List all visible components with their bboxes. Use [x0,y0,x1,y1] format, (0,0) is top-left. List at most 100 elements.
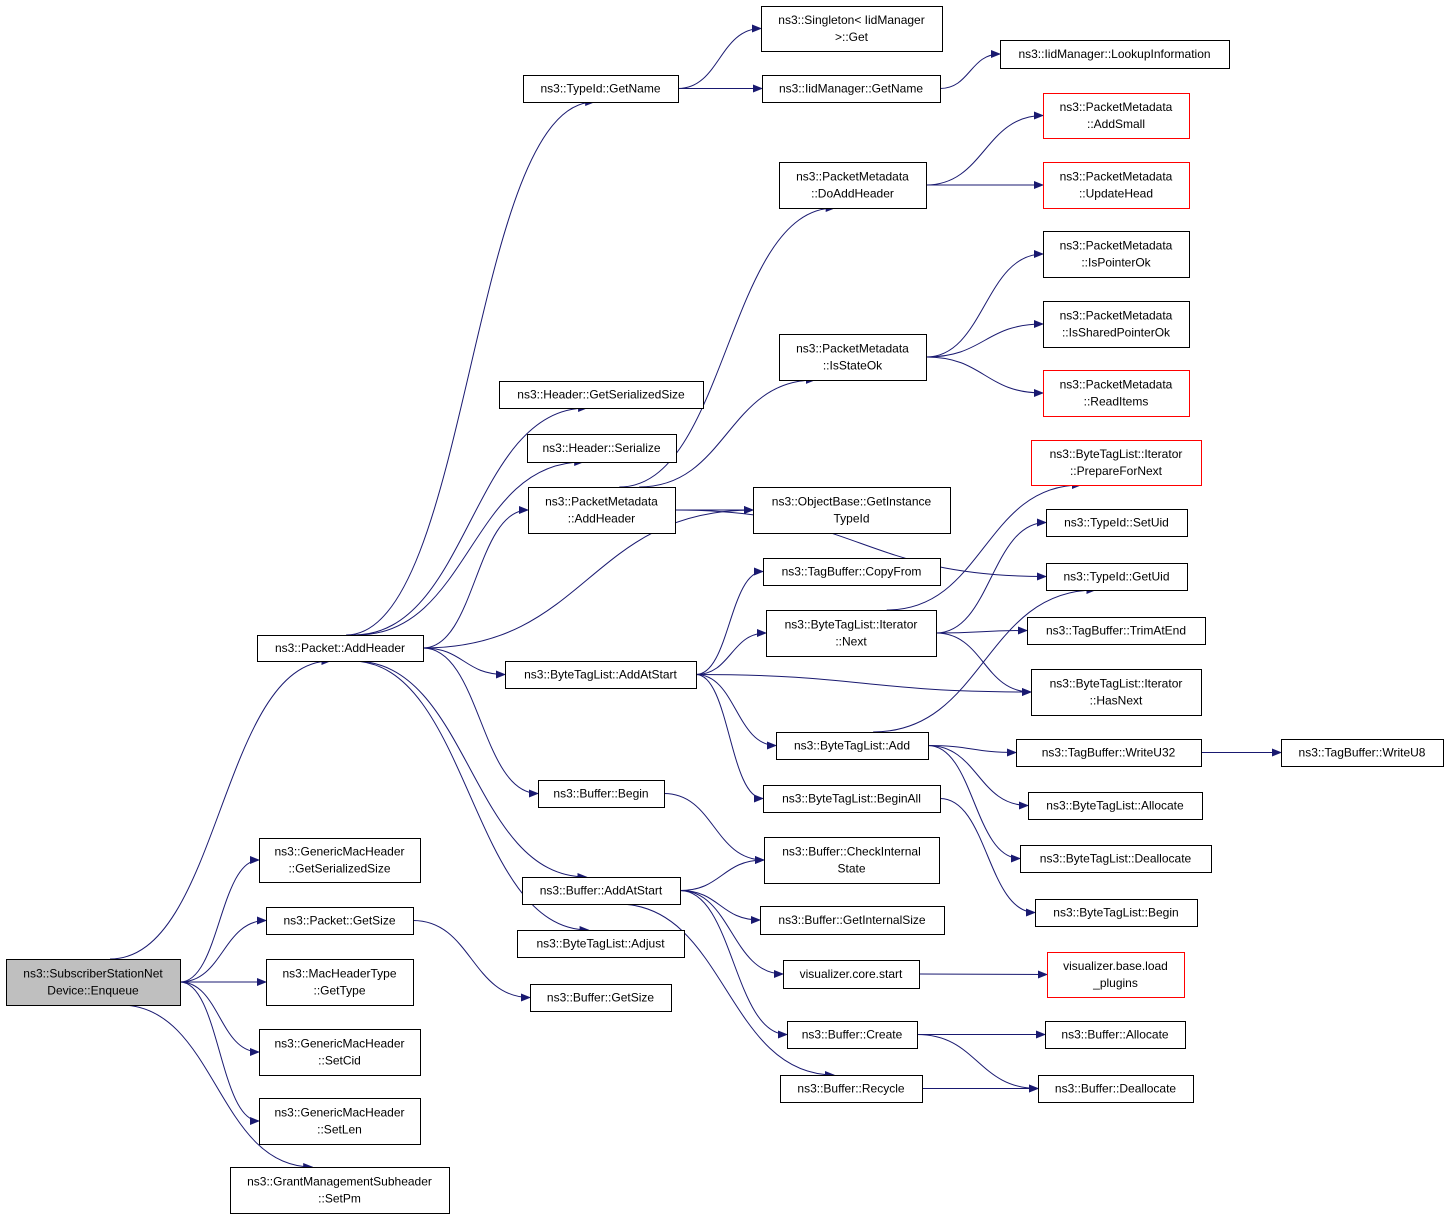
node-box [764,837,940,884]
node-label-line: ns3::GenericMacHeader [274,1037,404,1051]
edge-packetGetSize-to-bufferGetSize [412,920,531,1002]
node-label-line: visualizer.core.start [800,967,903,981]
node-label-line: ns3::TagBuffer::WriteU8 [1299,746,1426,760]
node-pmAddSmall[interactable]: ns3::PacketMetadata::AddSmall [1043,93,1190,139]
node-label-line: ::IsSharedPointerOk [1062,326,1171,340]
node-label-line: ns3::Buffer::GetInternalSize [778,913,926,927]
node-btlAdjust[interactable]: ns3::ByteTagList::Adjust [517,930,685,958]
node-label-line: State [837,862,865,876]
node-label-line: ::GetType [313,984,365,998]
node-box [257,635,424,662]
node-bufDeallocate[interactable]: ns3::Buffer::Deallocate [1038,1075,1194,1103]
node-label-line: ns3::IidManager::GetName [779,82,923,96]
node-bufferGetSize[interactable]: ns3::Buffer::GetSize [530,984,672,1012]
node-box [763,558,941,586]
node-box [1028,792,1203,820]
node-macHeaderTypeGetType[interactable]: ns3::MacHeaderType::GetType [266,959,414,1006]
node-gmsSetPm[interactable]: ns3::GrantManagementSubheader::SetPm [230,1167,450,1214]
node-singletonGet[interactable]: ns3::Singleton< IidManager>::Get [761,6,943,52]
edge-btlBeginAll-to-btlBegin [939,798,1036,917]
node-packetGetSize[interactable]: ns3::Packet::GetSize [266,907,414,935]
node-label-line: ns3::PacketMetadata [545,495,658,509]
node-btlIterHasNext[interactable]: ns3::ByteTagList::Iterator::HasNext [1031,669,1202,716]
node-pmUpdateHead[interactable]: ns3::PacketMetadata::UpdateHead [1043,162,1190,209]
node-box [259,838,421,883]
node-btlAddAtStart[interactable]: ns3::ByteTagList::AddAtStart [505,661,697,689]
node-vizLoadPlugins[interactable]: visualizer.base.load_plugins [1047,952,1185,998]
node-pmDoAddHeader[interactable]: ns3::PacketMetadata::DoAddHeader [779,162,927,209]
node-bufRecycle[interactable]: ns3::Buffer::Recycle [780,1075,923,1103]
node-btlAllocate[interactable]: ns3::ByteTagList::Allocate [1028,792,1203,820]
node-btlDeallocate[interactable]: ns3::ByteTagList::Deallocate [1020,845,1212,873]
node-pmIsPointerOk[interactable]: ns3::PacketMetadata::IsPointerOk [1043,231,1190,278]
node-label-line: ns3::Header::GetSerializedSize [517,388,685,402]
node-label-line: ns3::Buffer::Begin [553,787,648,801]
edge-btlIterNext-to-typeIdSetUid [935,518,1047,634]
edge-packetAddHeader-to-btlAdjust [351,660,590,934]
edge-root-to-packetGetSize [179,916,267,983]
node-box [1046,563,1188,591]
node-typeIdSetUid[interactable]: ns3::TypeId::SetUid [1046,509,1188,537]
node-label-line: ::IsPointerOk [1081,256,1151,270]
node-label-line: ::AddHeader [568,512,635,526]
node-tbWriteU8[interactable]: ns3::TagBuffer::WriteU8 [1281,739,1444,767]
edge-bufferAddAtStart-to-bufGetInternalSize [679,890,761,924]
node-label-line: ns3::IidManager::LookupInformation [1018,47,1210,61]
node-gmhSetLen[interactable]: ns3::GenericMacHeader::SetLen [259,1098,421,1145]
node-btlAdd[interactable]: ns3::ByteTagList::Add [776,732,929,760]
node-label-line: ns3::ByteTagList::Iterator [1050,677,1183,691]
node-btlIterPrepareForNext[interactable]: ns3::ByteTagList::Iterator::PrepareForNe… [1031,440,1202,486]
node-box [505,661,697,689]
node-box [230,1167,450,1214]
node-packetAddHeader[interactable]: ns3::Packet::AddHeader [257,635,424,662]
node-vizCoreStart[interactable]: visualizer.core.start [783,960,920,989]
node-iidLookup[interactable]: ns3::IidManager::LookupInformation [1000,40,1230,69]
node-btlBegin[interactable]: ns3::ByteTagList::Begin [1035,899,1198,927]
node-box [1020,845,1212,873]
node-headerGetSerializedSize[interactable]: ns3::Header::GetSerializedSize [499,381,704,409]
node-bufferBegin[interactable]: ns3::Buffer::Begin [538,780,665,808]
edge-root-to-gmsSetPm [120,1004,314,1171]
node-pmIsStateOk[interactable]: ns3::PacketMetadata::IsStateOk [779,334,927,381]
node-label-line: ns3::GenericMacHeader [274,1106,404,1120]
edge-btlAddAtStart-to-btlAdd [695,674,777,750]
node-gmhGetSerializedSize[interactable]: ns3::GenericMacHeader::GetSerializedSize [259,838,421,883]
node-box [776,732,929,760]
edge-pmIsStateOk-to-pmIsPointerOk [925,250,1044,358]
node-typeIdGetUid[interactable]: ns3::TypeId::GetUid [1046,563,1188,591]
node-box [530,984,672,1012]
node-label-line: ns3::Packet::AddHeader [275,641,405,655]
edge-bufferBegin-to-bufCheckInternalState [663,793,765,864]
node-typeIdGetName[interactable]: ns3::TypeId::GetName [523,75,679,103]
node-iidGetName[interactable]: ns3::IidManager::GetName [762,75,941,103]
node-tbCopyFrom[interactable]: ns3::TagBuffer::CopyFrom [763,558,941,586]
node-btlIterNext[interactable]: ns3::ByteTagList::Iterator::Next [766,610,937,657]
node-tbTrimAtEnd[interactable]: ns3::TagBuffer::TrimAtEnd [1027,617,1206,645]
edge-packetAddHeader-to-bufferBegin [422,647,539,798]
node-bufAllocate[interactable]: ns3::Buffer::Allocate [1045,1021,1186,1049]
node-pmAddHeader[interactable]: ns3::PacketMetadata::AddHeader [528,487,676,534]
node-bufGetInternalSize[interactable]: ns3::Buffer::GetInternalSize [760,906,945,935]
node-headerSerialize[interactable]: ns3::Header::Serialize [527,434,677,463]
node-bufCreate[interactable]: ns3::Buffer::Create [787,1021,918,1049]
node-box [1043,93,1190,139]
node-label-line: ns3::ByteTagList::Deallocate [1040,852,1192,866]
node-bufferAddAtStart[interactable]: ns3::Buffer::AddAtStart [522,877,681,905]
node-label-line: ns3::ByteTagList::AddAtStart [524,668,677,682]
node-gmhSetCid[interactable]: ns3::GenericMacHeader::SetCid [259,1029,421,1076]
node-box [1043,162,1190,209]
node-box [779,334,927,381]
node-pmIsSharedPointerOk[interactable]: ns3::PacketMetadata::IsSharedPointerOk [1043,301,1190,348]
node-label-line: ns3::TypeId::GetName [540,82,660,96]
node-box [517,930,685,958]
node-btlBeginAll[interactable]: ns3::ByteTagList::BeginAll [763,785,941,813]
node-tbWriteU32[interactable]: ns3::TagBuffer::WriteU32 [1016,739,1202,767]
node-pmReadItems[interactable]: ns3::PacketMetadata::ReadItems [1043,370,1190,417]
edge-vizCoreStart-to-vizLoadPlugins [918,970,1048,979]
node-box [761,6,943,52]
